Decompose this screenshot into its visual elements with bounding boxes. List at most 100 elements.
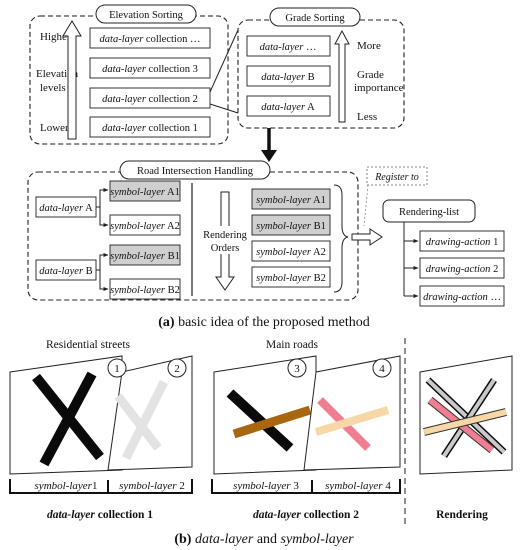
elevation-item: data-layer collection 2 <box>89 87 211 109</box>
symbol-b1-label: symbol-layer B1 <box>110 251 180 262</box>
figure-b: Residential streets Main roads <box>9 338 513 528</box>
symbol-a1-box <box>109 180 181 202</box>
drawing-action-box <box>419 285 505 307</box>
ordered-symbol-label: symbol-layer B2 <box>256 273 326 284</box>
higher-label: Higher <box>40 31 71 43</box>
svg-text:3: 3 <box>294 363 300 375</box>
svg-text:data-layer …: data-layer … <box>260 42 317 53</box>
elevation-sorting-title-box <box>95 4 197 24</box>
panel-number-badge: 3 <box>287 358 307 378</box>
svg-text:data-layer collection …: data-layer collection … <box>100 34 201 45</box>
collection-2-brace <box>211 479 401 494</box>
symbol-a2-box <box>109 214 181 236</box>
elevation-sorting-group: Elevation Sorting Higher Elevation level… <box>29 4 229 145</box>
elevation-item: data-layer collection 1 <box>89 116 211 138</box>
ordered-symbol-box <box>251 188 331 210</box>
ordered-symbol-label: symbol-layer B1 <box>256 221 326 232</box>
zoom-line-top <box>209 29 239 93</box>
road-black-stroke <box>226 389 294 452</box>
grade-importance-label-2: importance <box>354 82 404 94</box>
panel-number-badge: 2 <box>167 358 187 378</box>
rendering-orders-label-1: Rendering <box>203 230 247 241</box>
road-black-stroke <box>39 371 97 467</box>
elevation-item: data-layer collection 3 <box>89 57 211 79</box>
big-down-arrow <box>261 128 277 162</box>
ordered-symbol-label: symbol-layer A1 <box>256 195 326 206</box>
rendering-orders-label-2: Orders <box>211 243 240 254</box>
lower-label: Lower <box>40 122 69 134</box>
symbol-layer-label: symbol-layer 4 <box>325 480 391 492</box>
less-label: Less <box>357 111 377 123</box>
symbol-layer-label: symbol-layer 3 <box>233 480 299 492</box>
caption-b: (b) data-layer and symbol-layer <box>174 532 354 547</box>
panel-rendering-result <box>419 355 513 475</box>
symbol-a1-label: symbol-layer A1 <box>110 187 180 198</box>
right-bracket <box>333 184 349 293</box>
ordered-symbol-label: symbol-layer A2 <box>256 247 326 258</box>
drawing-action-label: drawing-action 2 <box>426 264 499 275</box>
road-gray-stroke <box>114 393 162 451</box>
symbol-layer-label: symbol-layer1 <box>35 480 98 492</box>
main-roads-label: Main roads <box>266 339 319 351</box>
symbol-a2-label: symbol-layer A2 <box>110 221 180 232</box>
grade-item: data-layer … <box>246 35 331 57</box>
svg-text:data-layer collection 3: data-layer collection 3 <box>102 64 198 75</box>
panel-symbol-layer-4 <box>303 355 401 471</box>
elevation-item: data-layer collection … <box>89 27 211 49</box>
grade-sorting-title-box <box>269 7 361 27</box>
symbol-layer-label: symbol-layer 2 <box>119 480 185 492</box>
caption-a: (a) basic idea of the proposed method <box>158 315 370 330</box>
grade-sorting-title: Grade Sorting <box>285 13 345 24</box>
elevation-up-arrow <box>62 20 82 140</box>
svg-text:1: 1 <box>114 363 120 375</box>
drawing-action-label: drawing-action 1 <box>426 237 499 248</box>
rendering-label: Rendering <box>436 509 488 521</box>
svg-text:4: 4 <box>379 363 385 375</box>
rendering-list-title: Rendering-list <box>399 207 459 218</box>
symbol-b1-box <box>109 244 181 266</box>
panel-symbol-layer-2 <box>107 355 193 471</box>
ordered-symbol-box <box>251 266 331 288</box>
drawing-action-label: drawing-action … <box>423 292 501 303</box>
collection-2-label: data-layer collection 2 <box>253 509 359 521</box>
svg-text:data-layer B: data-layer B <box>261 72 314 83</box>
svg-text:2: 2 <box>174 363 180 375</box>
ordered-symbol-box <box>251 240 331 262</box>
zoom-line-bottom <box>209 103 239 114</box>
svg-text:data-layer A: data-layer A <box>261 102 315 113</box>
register-to-note: Register to <box>363 166 428 227</box>
grade-item: data-layer B <box>246 65 331 87</box>
road-beige-stroke <box>314 406 390 436</box>
grade-sorting-group: Grade Sorting data-layer … data-layer B … <box>237 7 405 129</box>
rendering-list-box <box>382 199 476 223</box>
panel-number-badge: 4 <box>372 358 392 378</box>
collection-1-brace <box>9 479 193 494</box>
register-arrow <box>351 228 383 246</box>
data-layer-b-label: data-layer B <box>39 266 92 277</box>
elevation-levels-label-2: levels <box>40 82 66 94</box>
svg-text:data-layer collection 2: data-layer collection 2 <box>102 94 198 105</box>
register-to-label: Register to <box>374 172 419 183</box>
symbol-b2-box <box>109 278 181 300</box>
road-brown-stroke <box>232 405 312 439</box>
collection-1-label: data-layer collection 1 <box>47 509 153 521</box>
symbol-b2-label: symbol-layer B2 <box>110 285 180 296</box>
panel-symbol-layer-1 <box>9 355 123 475</box>
grade-importance-label-1: Grade <box>357 69 384 81</box>
data-layer-a-label: data-layer A <box>39 203 93 214</box>
panel-number-badge: 1 <box>107 358 127 378</box>
elevation-sorting-title: Elevation Sorting <box>109 10 184 21</box>
grade-item: data-layer A <box>246 95 331 117</box>
grade-up-arrow <box>334 29 350 123</box>
drawing-action-box <box>419 230 505 252</box>
road-intersection-title-box <box>119 160 271 180</box>
ordered-symbol-box <box>251 214 331 236</box>
rendering-list-group: Rendering-list drawing-action 1 drawing-… <box>382 199 505 307</box>
road-intersection-title: Road Intersection Handling <box>137 166 254 177</box>
road-gray-stroke <box>121 379 169 461</box>
svg-text:data-layer collection 1: data-layer collection 1 <box>102 123 198 134</box>
more-label: More <box>357 40 381 52</box>
drawing-action-box <box>419 257 505 279</box>
residential-streets-label: Residential streets <box>46 339 131 351</box>
